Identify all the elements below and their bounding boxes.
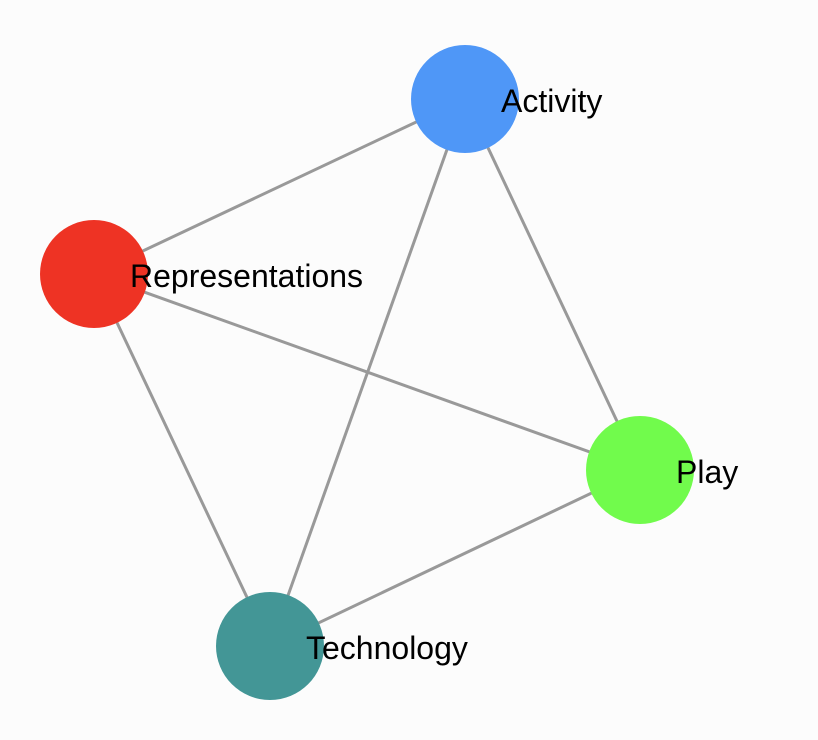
edge-representations-technology bbox=[92, 273, 272, 647]
edge-representations-play bbox=[93, 272, 641, 472]
node-play[interactable] bbox=[586, 416, 694, 524]
edge-activity-play bbox=[463, 98, 642, 471]
node-label-technology: Technology bbox=[306, 630, 468, 666]
node-technology[interactable] bbox=[216, 592, 324, 700]
node-activity[interactable] bbox=[411, 45, 519, 153]
node-representations[interactable] bbox=[40, 220, 148, 328]
edges-layer bbox=[92, 97, 642, 648]
node-label-representations: Representations bbox=[130, 258, 363, 294]
nodes-layer bbox=[40, 45, 694, 700]
edge-play-technology bbox=[269, 468, 641, 648]
node-label-play: Play bbox=[676, 454, 738, 490]
edge-activity-representations bbox=[93, 97, 466, 276]
node-label-activity: Activity bbox=[501, 83, 602, 119]
